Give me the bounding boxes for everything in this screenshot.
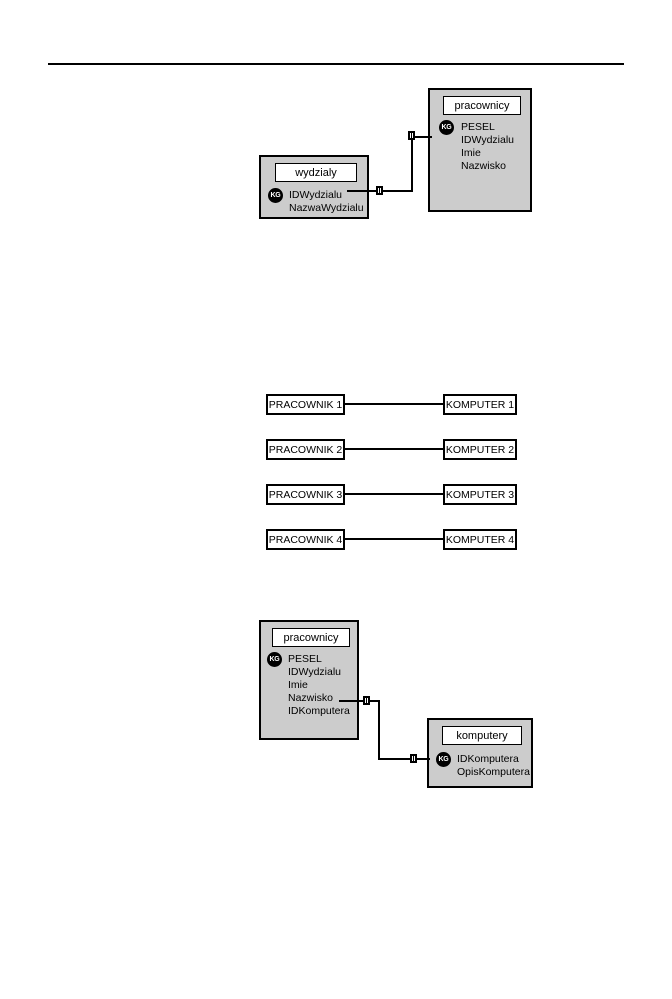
connector-segment: [378, 758, 412, 760]
box-komputer-4[interactable]: KOMPUTER 4: [443, 529, 517, 550]
field-item: Nazwisko: [288, 692, 333, 704]
connector-segment: [378, 700, 380, 760]
field-item: IDKomputera: [288, 705, 350, 717]
entity-wydzialy[interactable]: wydzialy KG IDWydzialu NazwaWydzialu: [259, 155, 369, 219]
connector-endpoint-marker: [376, 186, 383, 195]
pair-connector: [345, 403, 443, 405]
entity-pracownicy[interactable]: pracownicy KG PESEL IDWydzialu Imie Nazw…: [259, 620, 359, 740]
entity-title: pracownicy: [443, 96, 521, 115]
pair-connector: [345, 538, 443, 540]
connector-endpoint-marker: [410, 754, 417, 763]
connector-segment: [366, 700, 380, 702]
field-item: Nazwisko: [461, 160, 506, 172]
field-item: PESEL: [461, 121, 495, 133]
field-list: PESEL IDWydzialu Imie Nazwisko IDKompute…: [288, 653, 350, 718]
connector-segment: [411, 136, 413, 192]
key-badge-icon: KG: [436, 752, 451, 767]
connector-segment: [347, 190, 381, 192]
field-item: IDWydzialu: [461, 134, 515, 146]
entity-title: wydzialy: [275, 163, 357, 182]
box-komputer-1[interactable]: KOMPUTER 1: [443, 394, 517, 415]
pair-connector: [345, 448, 443, 450]
key-badge-icon: KG: [439, 120, 454, 135]
connector-segment: [411, 136, 432, 138]
box-pracownik-3[interactable]: PRACOWNIK 3: [266, 484, 345, 505]
field-list: PESEL IDWydzialu Imie Nazwisko: [461, 121, 514, 173]
connector-segment: [339, 700, 371, 702]
field-item: Imie: [288, 679, 308, 691]
field-item: OpisKomputera: [457, 766, 530, 778]
entity-title: pracownicy: [272, 628, 350, 647]
connector-segment: [416, 758, 430, 760]
field-item: IDWydzialu: [288, 666, 342, 678]
header-divider: [48, 63, 624, 65]
field-item: PESEL: [288, 653, 322, 665]
connector-endpoint-marker: [408, 131, 415, 140]
connector-endpoint-marker: [363, 696, 370, 705]
box-pracownik-2[interactable]: PRACOWNIK 2: [266, 439, 345, 460]
field-list: IDKomputera OpisKomputera: [457, 753, 530, 779]
field-list: IDWydzialu NazwaWydzialu: [289, 189, 364, 215]
field-item: NazwaWydzialu: [289, 202, 364, 214]
field-item: IDWydzialu: [289, 189, 343, 201]
box-komputer-2[interactable]: KOMPUTER 2: [443, 439, 517, 460]
key-badge-icon: KG: [268, 188, 283, 203]
box-komputer-3[interactable]: KOMPUTER 3: [443, 484, 517, 505]
field-item: IDKomputera: [457, 753, 519, 765]
entity-title: komputery: [442, 726, 522, 745]
entity-komputery[interactable]: komputery KG IDKomputera OpisKomputera: [427, 718, 533, 788]
entity-pracownicy[interactable]: pracownicy KG PESEL IDWydzialu Imie Nazw…: [428, 88, 532, 212]
box-pracownik-4[interactable]: PRACOWNIK 4: [266, 529, 345, 550]
key-badge-icon: KG: [267, 652, 282, 667]
pair-connector: [345, 493, 443, 495]
connector-segment: [381, 190, 413, 192]
field-item: Imie: [461, 147, 481, 159]
box-pracownik-1[interactable]: PRACOWNIK 1: [266, 394, 345, 415]
